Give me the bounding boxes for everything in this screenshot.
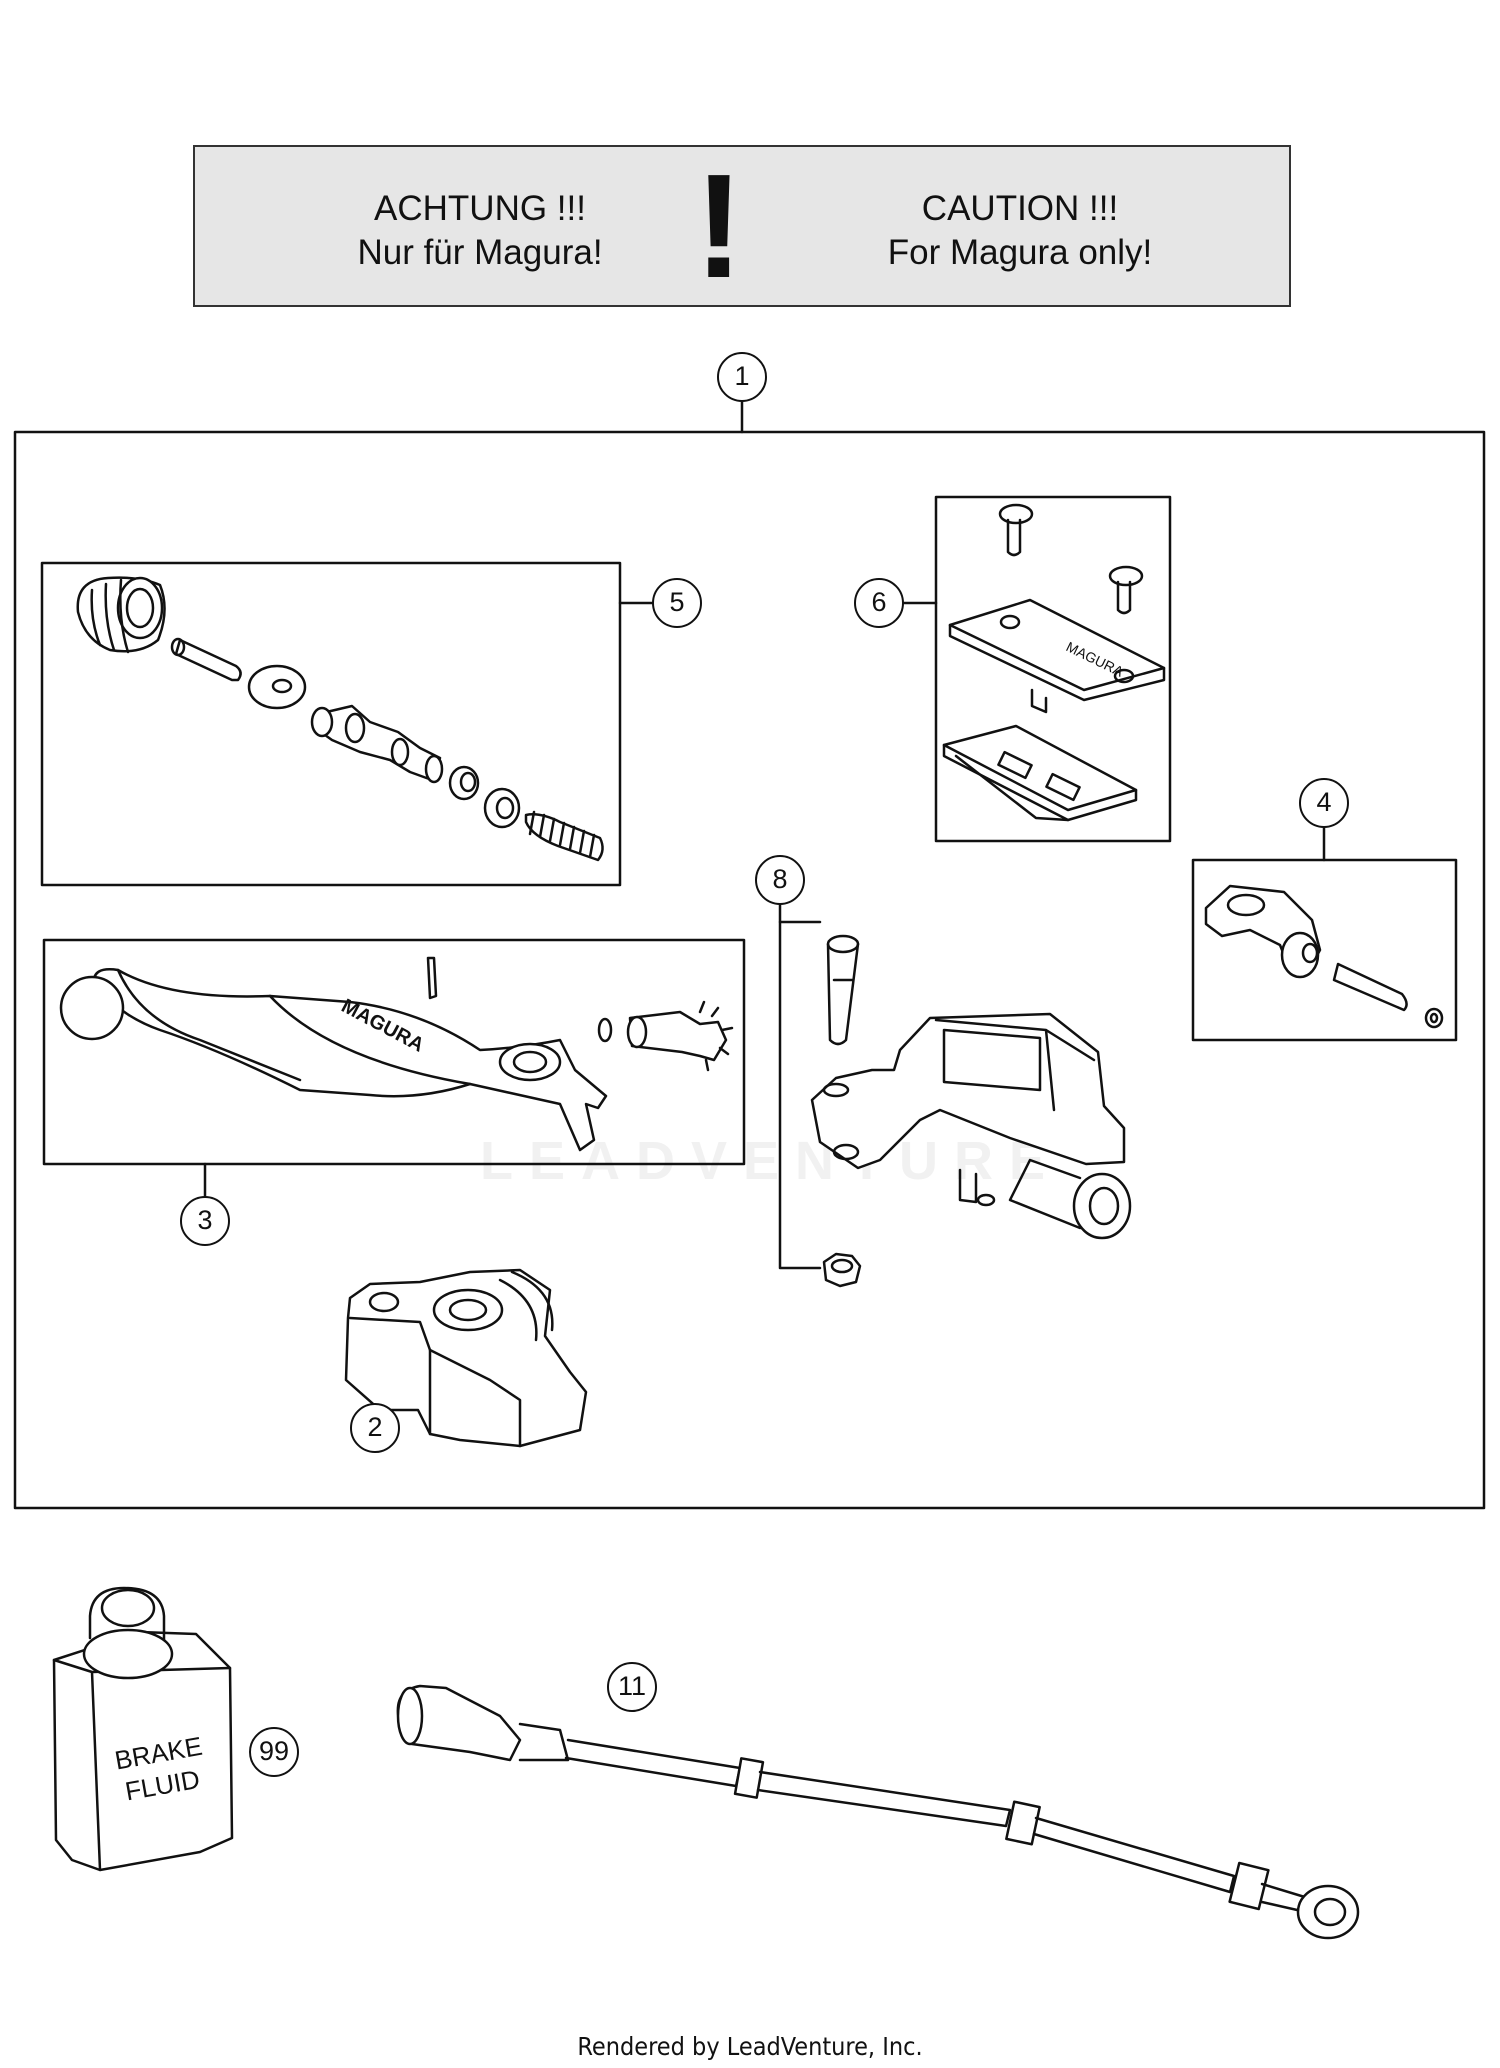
clamp-washer bbox=[1424, 1007, 1444, 1029]
callout-2: 2 bbox=[350, 1403, 400, 1453]
callout-6: 6 bbox=[854, 578, 904, 628]
callout-5: 5 bbox=[652, 578, 702, 628]
callout-11: 11 bbox=[607, 1662, 657, 1712]
seal-cup bbox=[448, 765, 480, 801]
adjuster-knob bbox=[626, 1000, 734, 1072]
callout-4: 4 bbox=[1299, 778, 1349, 828]
reservoir-cover: MAGURA bbox=[948, 598, 1166, 714]
assembly-frame bbox=[13, 430, 1486, 1510]
caution-english: CAUTION !!! For Magura only! bbox=[840, 187, 1200, 275]
piston bbox=[310, 704, 444, 784]
brake-hose bbox=[396, 1684, 1360, 1940]
seal-ring bbox=[483, 787, 521, 829]
group-3-frame bbox=[42, 938, 746, 1166]
callout-3: 3 bbox=[180, 1196, 230, 1246]
group-6-frame bbox=[934, 495, 1172, 843]
footer-credit: Rendered by LeadVenture, Inc. bbox=[577, 2032, 923, 2061]
caution-banner bbox=[193, 145, 1291, 307]
master-cylinder bbox=[810, 1012, 1132, 1240]
lever-pin bbox=[426, 956, 438, 1000]
caution-german-title: ACHTUNG !!! bbox=[374, 189, 586, 228]
washer bbox=[247, 664, 307, 710]
lever-oring bbox=[597, 1017, 613, 1043]
brake-fluid-bottle: BRAKE FLUID bbox=[52, 1586, 234, 1872]
reservoir-gasket bbox=[942, 724, 1138, 822]
clamp-half bbox=[1204, 884, 1322, 979]
exclamation-icon: ! bbox=[694, 144, 744, 309]
pivot-nut bbox=[822, 1252, 862, 1288]
brake-lever: MAGURA bbox=[59, 968, 608, 1152]
spring bbox=[524, 810, 604, 862]
callout-1: 1 bbox=[717, 352, 767, 402]
push-rod bbox=[170, 637, 242, 682]
cover-screw-left bbox=[998, 503, 1034, 557]
dust-boot bbox=[76, 576, 166, 654]
callout-8: 8 bbox=[755, 855, 805, 905]
caution-english-text: For Magura only! bbox=[887, 233, 1153, 272]
caution-english-title: CAUTION !!! bbox=[921, 189, 1119, 228]
caution-german-text: Nur für Magura! bbox=[357, 233, 603, 272]
watermark: LEADVENTURE bbox=[480, 1131, 1062, 1191]
caution-german: ACHTUNG !!! Nur für Magura! bbox=[300, 187, 660, 275]
pivot-bolt bbox=[826, 934, 860, 1046]
clamp-pin bbox=[1332, 962, 1408, 1012]
callout-99: 99 bbox=[249, 1727, 299, 1777]
cover-screw-right bbox=[1108, 565, 1144, 615]
group-5-frame bbox=[40, 561, 622, 887]
leader-line-8 bbox=[778, 920, 822, 1270]
